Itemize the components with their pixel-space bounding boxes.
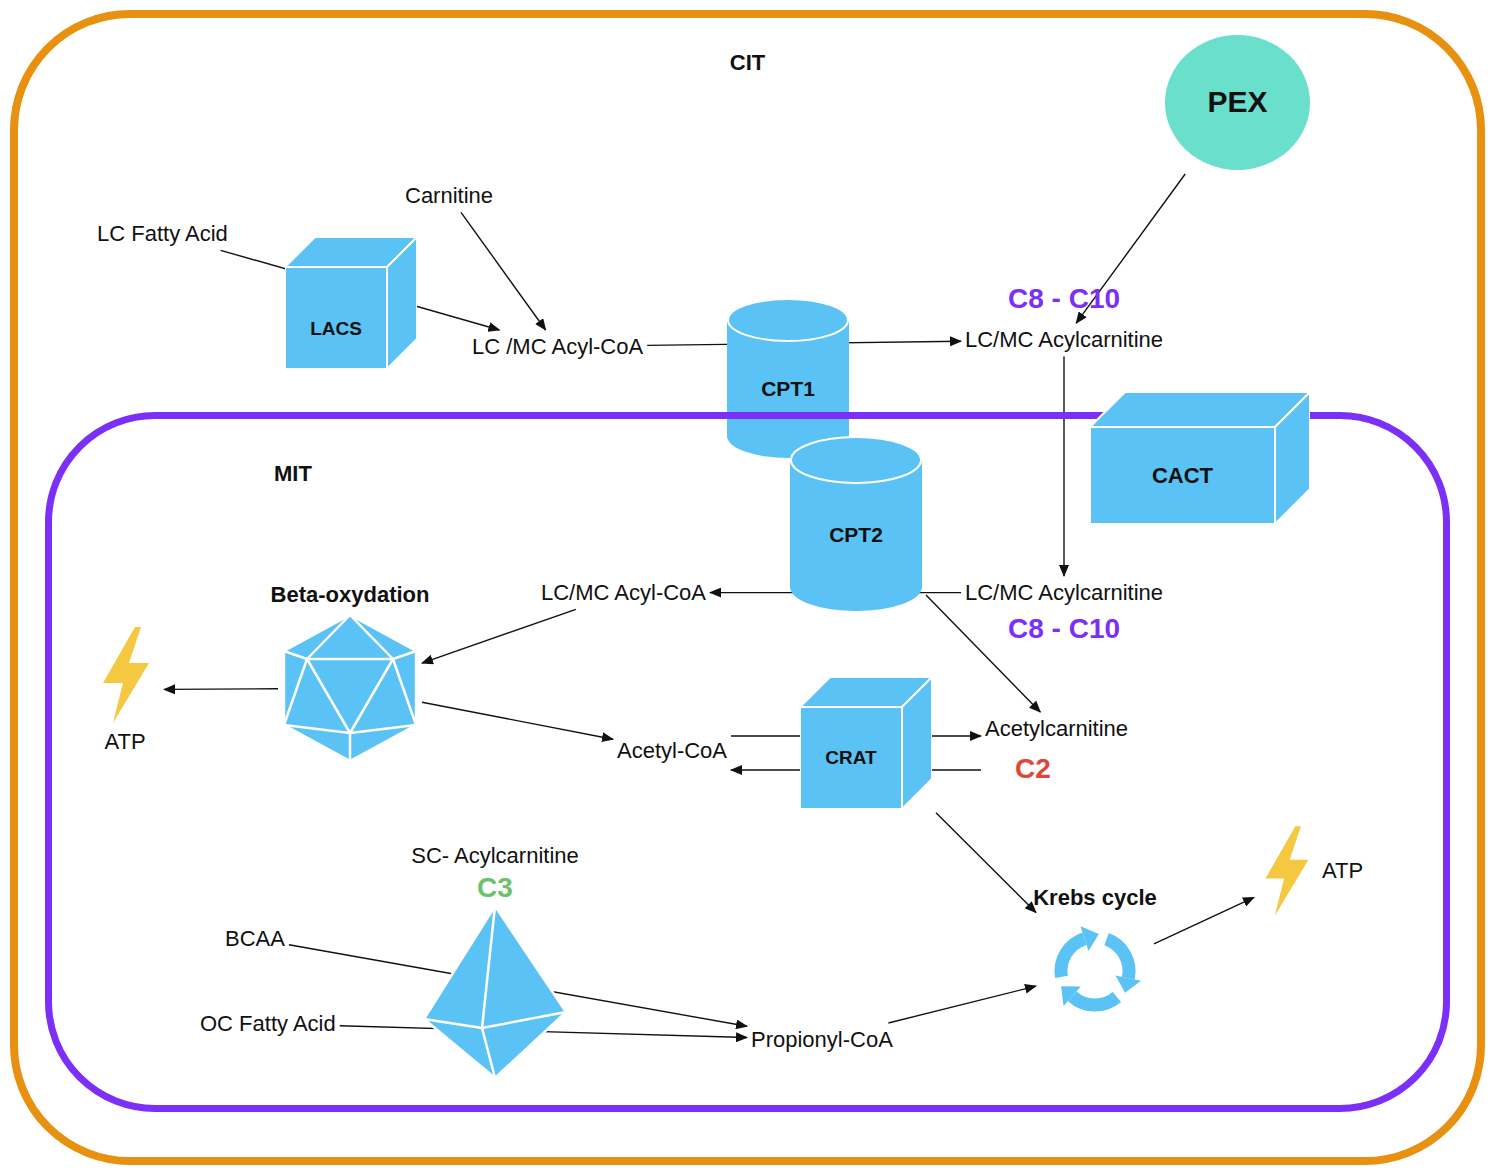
- node-text: CACT: [1152, 463, 1213, 488]
- cube-shape: [800, 677, 932, 809]
- arrow-connector: [1063, 357, 1064, 577]
- arrow-connector: [422, 702, 613, 739]
- node-text: Krebs cycle: [1033, 885, 1157, 910]
- node-text: C8 - C10: [1008, 613, 1120, 645]
- metabolite-label: LC/MC Acyl-CoA: [541, 580, 706, 605]
- node-text: Beta-oxydation: [271, 582, 430, 607]
- arrow-connector: [422, 609, 576, 663]
- arrow-connector: [936, 813, 1036, 913]
- metabolite-label: OC Fatty Acid: [200, 1011, 336, 1036]
- lightning-bolt: [1258, 818, 1314, 924]
- metabolite-stack: C8 - C10LC/MC Acylcarnitine: [965, 283, 1163, 352]
- node-text: OC Fatty Acid: [200, 1011, 336, 1036]
- node-text: CPT2: [829, 523, 883, 547]
- node-text: C2: [1015, 753, 1051, 785]
- node-text: LC/MC Acylcarnitine: [965, 580, 1163, 605]
- metabolite-stack: AcetylcarnitineC2: [985, 716, 1128, 785]
- node-text: Propionyl-CoA: [751, 1027, 893, 1052]
- atp-icon: ATP: [90, 625, 160, 754]
- node-text: LC Fatty Acid: [97, 221, 228, 246]
- metabolite-stack: LC/MC Acylcarnitine C8 - C10: [965, 580, 1163, 645]
- arrow-connector: [1154, 897, 1254, 944]
- node-text: BCAA: [225, 926, 285, 951]
- enzyme-cube: CRAT: [800, 677, 932, 809]
- node-text: CPT1: [761, 377, 815, 401]
- node-text: LC/MC Acylcarnitine: [965, 327, 1163, 352]
- cytosol-frame: CITPEXCarnitineLC Fatty AcidLACSLC /MC A…: [10, 10, 1485, 1165]
- node-text: CRAT: [825, 747, 876, 769]
- node-text: SC- Acylcarnitine: [411, 843, 579, 868]
- node-text: LC /MC Acyl-CoA: [472, 334, 643, 359]
- transporter-cylinder: CPT1: [727, 298, 849, 458]
- cube-shape: [285, 237, 417, 369]
- octahedron-shape: [422, 904, 568, 1080]
- metabolite-label: Acetyl-CoA: [617, 738, 727, 763]
- short-chain-icon: SC- AcylcarnitineC3: [395, 843, 595, 1080]
- peroxisome-ellipse: PEX: [1165, 35, 1310, 170]
- arrow-connector: [461, 212, 546, 330]
- node-text: Acetyl-CoA: [617, 738, 727, 763]
- lightning-bolt: [95, 625, 155, 725]
- transporter-cube: CACT: [1090, 392, 1310, 524]
- arrow-connector: [926, 595, 1040, 712]
- cube-face: CACT: [1090, 427, 1275, 524]
- transporter-cylinder: CPT2: [790, 436, 922, 611]
- metabolite-label: Carnitine: [405, 183, 493, 208]
- cube-face: CRAT: [800, 707, 902, 809]
- node-text: Acetylcarnitine: [985, 716, 1128, 741]
- node-text: ATP: [104, 729, 145, 754]
- arrow-connector: [888, 986, 1036, 1023]
- node-text: C3: [477, 872, 513, 904]
- node-text: LACS: [310, 318, 362, 340]
- enzyme-cube: LACS: [285, 237, 417, 369]
- node-text: LC/MC Acyl-CoA: [541, 580, 706, 605]
- icosahedron-shape: [282, 613, 418, 763]
- beta-oxidation-icon: Beta-oxydation: [250, 582, 450, 763]
- arrow-connector: [164, 688, 278, 690]
- node-text: C8 - C10: [1008, 283, 1120, 315]
- metabolite-label: LC Fatty Acid: [97, 221, 228, 246]
- metabolite-label: Propionyl-CoA: [751, 1027, 893, 1052]
- cube-shape: [1090, 392, 1310, 524]
- node-text: Carnitine: [405, 183, 493, 208]
- cycle-arrows: [1040, 916, 1150, 1026]
- node-text: PEX: [1207, 85, 1267, 120]
- cube-face: LACS: [285, 267, 387, 369]
- krebs-cycle-icon: Krebs cycle: [1010, 885, 1180, 1026]
- node-text: ATP: [1322, 858, 1363, 883]
- metabolite-label: BCAA: [225, 926, 285, 951]
- metabolite-label: LC /MC Acyl-CoA: [472, 334, 643, 359]
- atp-icon: ATP: [1258, 818, 1363, 924]
- node-text: MIT: [274, 461, 312, 486]
